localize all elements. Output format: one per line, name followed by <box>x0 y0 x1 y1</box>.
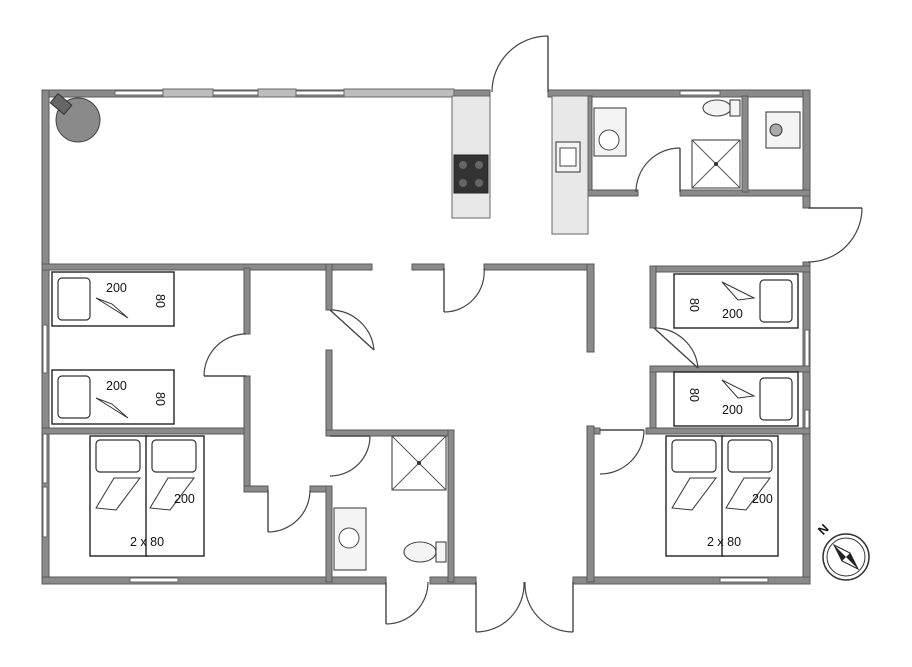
bed-size-label: 2 x 80 <box>130 535 164 549</box>
bed-double-right: 200 2 x 80 <box>665 435 779 557</box>
wood-stove-icon <box>49 92 101 143</box>
toilet-icon <box>403 541 437 563</box>
cooktop-icon <box>453 154 489 194</box>
bed-width-label: 80 <box>153 294 167 308</box>
bed-single-left-top: 200 80 <box>51 271 175 327</box>
windows <box>42 88 810 583</box>
toilet-icon <box>702 99 732 117</box>
interior-walls <box>41 95 811 583</box>
bed-width-label: 80 <box>687 388 701 402</box>
bathroom-top <box>593 99 801 189</box>
kitchen-counter <box>451 95 589 235</box>
bed-length-label: 200 <box>752 492 773 506</box>
bed-single-left-bottom: 200 80 <box>51 369 175 425</box>
bed-length-label: 200 <box>722 307 743 321</box>
bed-length-label: 200 <box>722 403 743 417</box>
compass-north-label: N <box>815 521 831 537</box>
bed-single-right-top: 200 80 <box>673 273 799 329</box>
bathroom-center <box>333 435 447 571</box>
bed-width-label: 80 <box>687 298 701 312</box>
bed-single-right-bottom: 200 80 <box>673 371 799 427</box>
bed-width-label: 80 <box>153 392 167 406</box>
bed-double-left: 200 2 x 80 <box>89 435 205 557</box>
bed-size-label: 2 x 80 <box>707 535 741 549</box>
bed-length-label: 200 <box>174 492 195 506</box>
compass-icon: N <box>815 521 870 581</box>
bed-length-label: 200 <box>106 379 127 393</box>
doors <box>203 35 863 633</box>
bed-length-label: 200 <box>106 281 127 295</box>
